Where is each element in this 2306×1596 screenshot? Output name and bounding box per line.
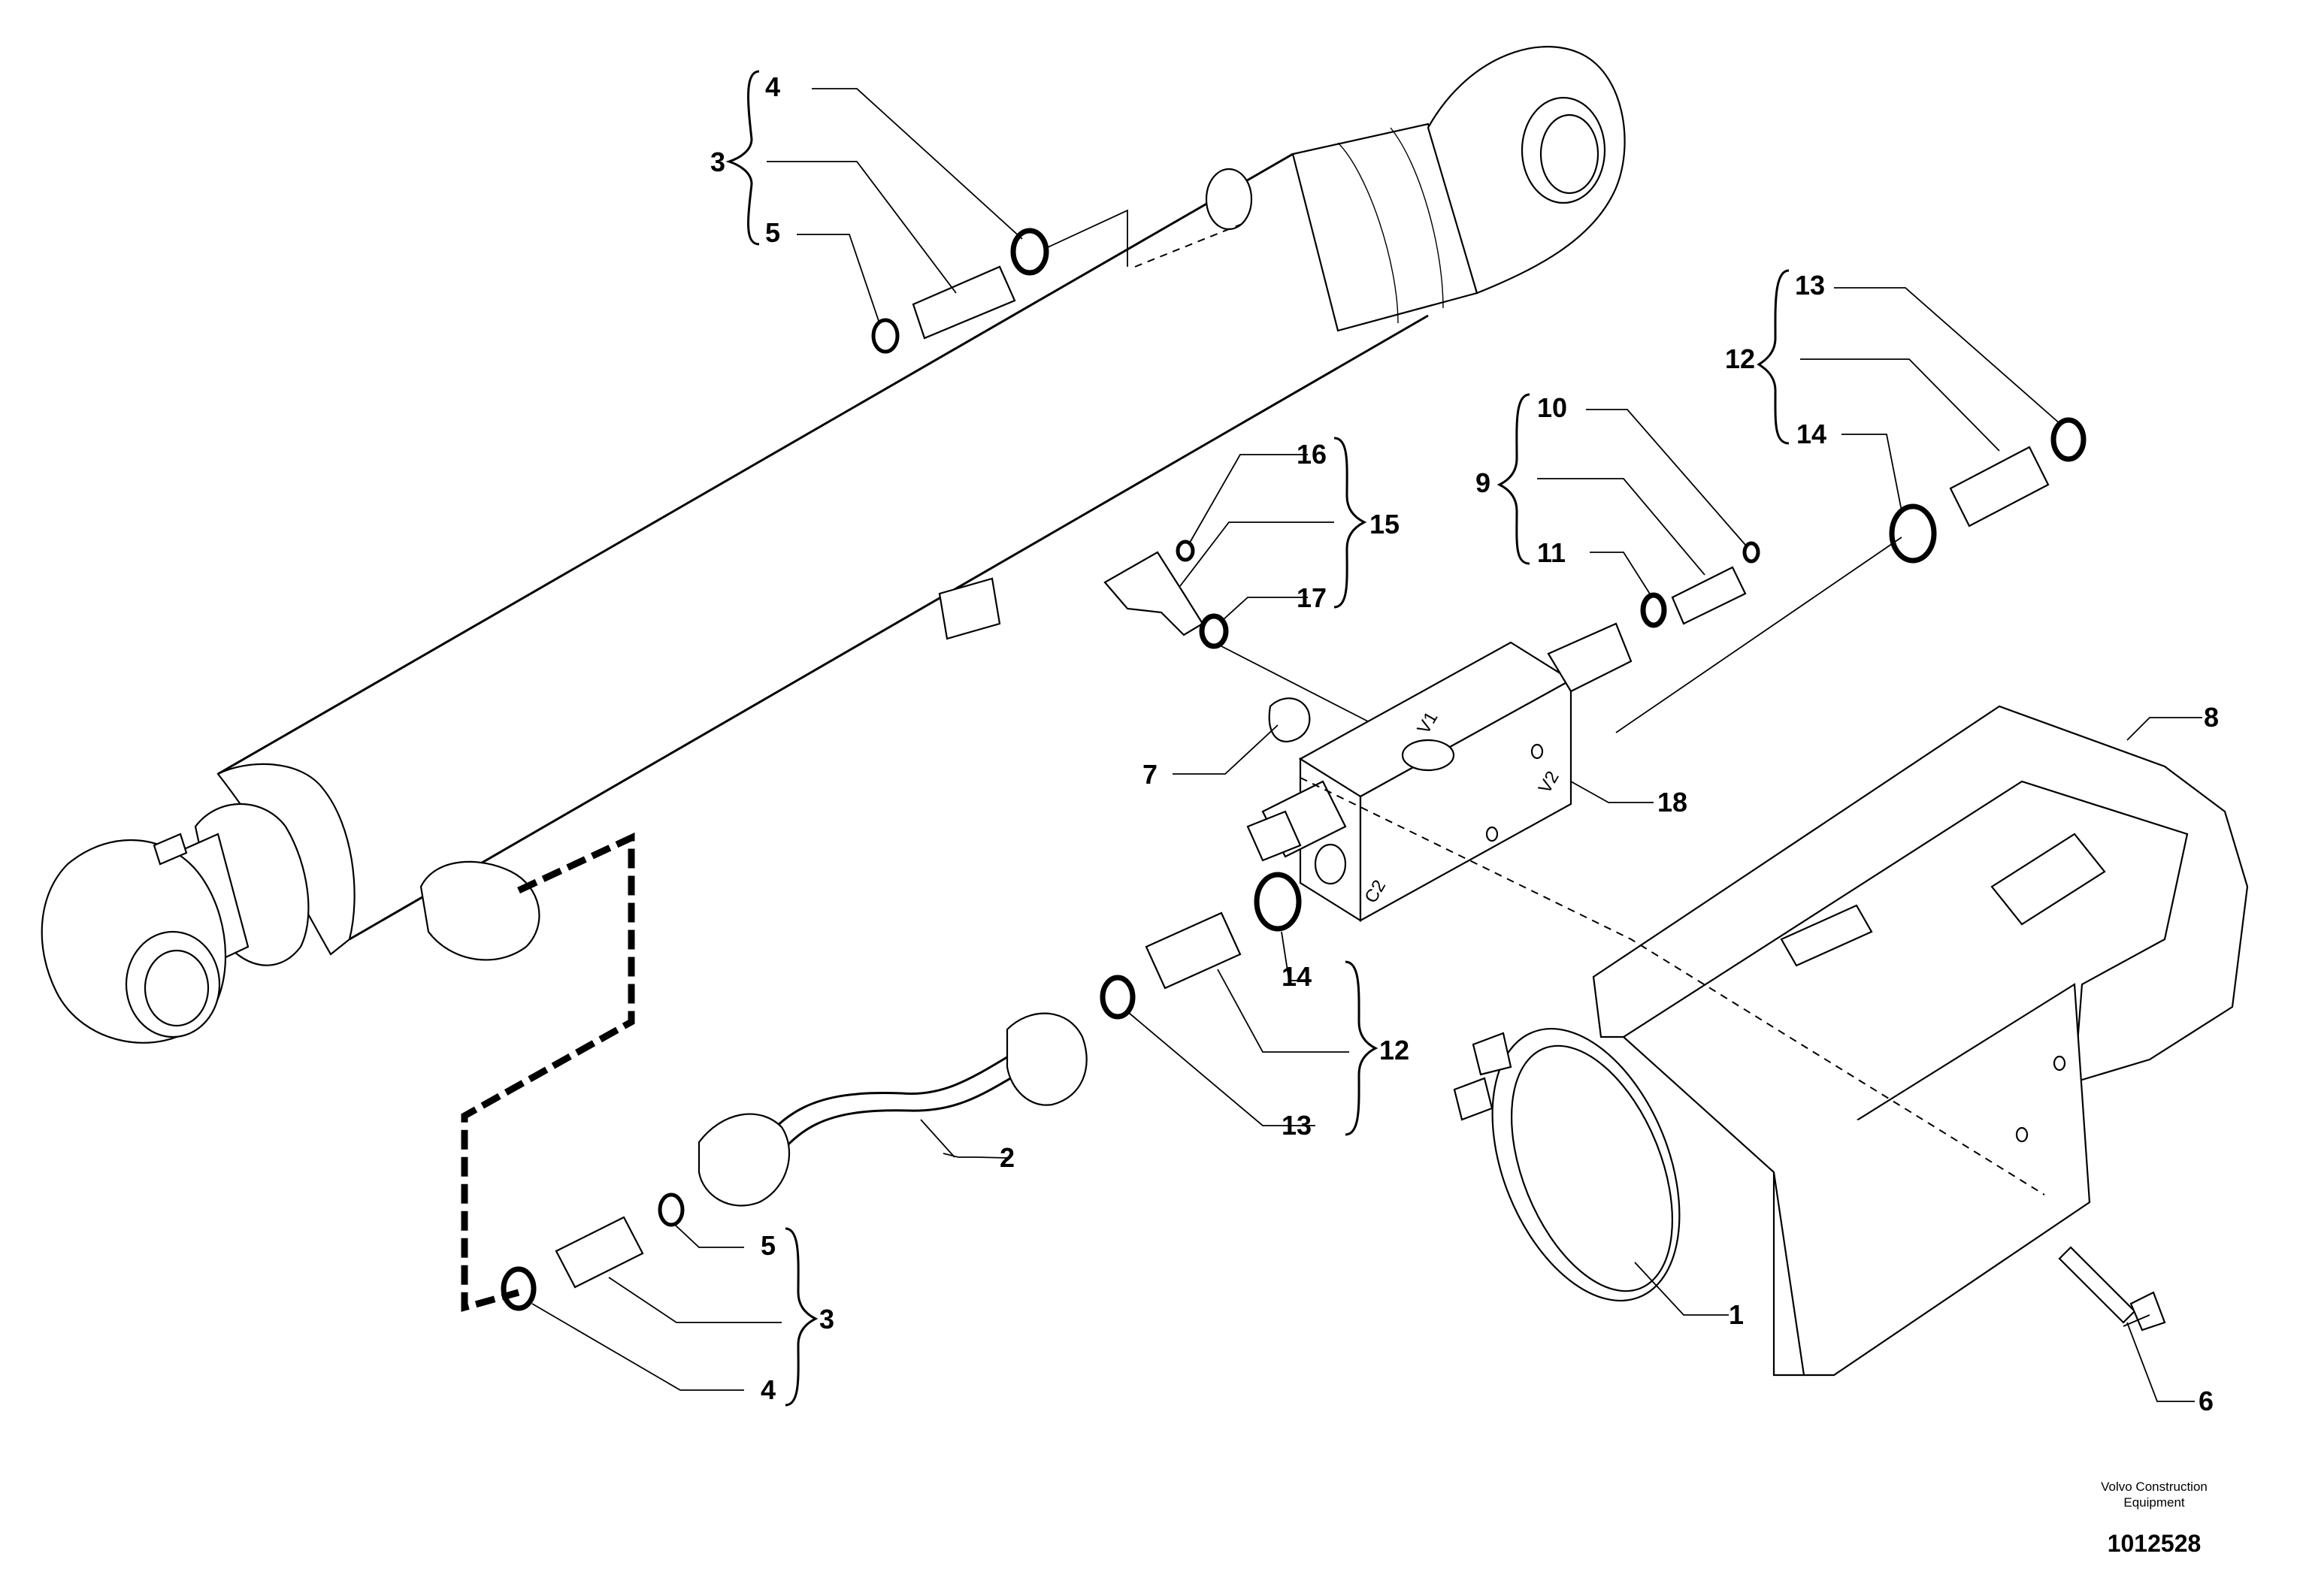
- callout-15: 15: [1369, 509, 1400, 540]
- callout-5-bottom: 5: [761, 1230, 776, 1261]
- hydraulic-cylinder: [41, 46, 1626, 1044]
- callout-18: 18: [1657, 787, 1687, 818]
- oring-17: [1199, 613, 1229, 649]
- callout-7: 7: [1142, 759, 1158, 790]
- oring-13-top: [2050, 417, 2087, 462]
- callout-13-bottom: 13: [1282, 1110, 1312, 1141]
- adapter-bottom-left: [555, 1216, 644, 1289]
- connecting-tube: [698, 1012, 1088, 1207]
- diagram-footer: Volvo Construction Equipment 1012528: [2071, 1479, 2237, 1558]
- brand-name: Volvo Construction Equipment: [2101, 1480, 2208, 1510]
- valve-block: V1 V2 C2: [1246, 622, 1633, 922]
- callout-1: 1: [1729, 1299, 1744, 1330]
- oring-16: [1176, 540, 1195, 562]
- bolt: [2058, 1246, 2166, 1332]
- document-number: 1012528: [2107, 1530, 2202, 1557]
- ref-line-valve-17: [1221, 645, 1369, 722]
- oring-11: [1640, 592, 1667, 628]
- callout-4-top: 4: [765, 71, 780, 102]
- callout-10: 10: [1537, 392, 1567, 423]
- oring-5-top: [871, 318, 900, 354]
- oring-13-bottom: [1100, 975, 1136, 1020]
- callout-11: 11: [1537, 537, 1566, 568]
- plug-7: [1268, 697, 1311, 743]
- oring-4-top: [1010, 228, 1049, 276]
- hose-clamp: [1453, 1027, 1681, 1302]
- callout-5-top: 5: [765, 217, 780, 248]
- bolt-axis-line: [1300, 777, 2045, 1195]
- callout-14-bottom: 14: [1282, 961, 1312, 992]
- adapter-12-top: [1949, 446, 2050, 527]
- oring-10: [1742, 541, 1760, 564]
- callout-13-top: 13: [1795, 270, 1825, 301]
- oring-14-bottom: [1254, 872, 1302, 932]
- callout-6: 6: [2199, 1386, 2214, 1416]
- leader-lines: [531, 70, 2202, 1407]
- callout-8: 8: [2204, 702, 2219, 733]
- callout-16: 16: [1297, 439, 1327, 470]
- callout-12-bottom: 12: [1379, 1035, 1409, 1066]
- callout-3-top: 3: [710, 147, 725, 177]
- adapter-9: [1671, 566, 1747, 625]
- oring-14-top: [1889, 503, 1937, 564]
- adapter-top-left: [912, 265, 1016, 340]
- adapter-12-bottom: [1145, 911, 1242, 990]
- elbow-fitting-15: [1103, 551, 1204, 636]
- callout-3-bottom: 3: [819, 1304, 834, 1335]
- callout-12-top: 12: [1725, 343, 1755, 374]
- callout-labels: 4 3 5 13 12 14 10 9 11 16 15 17 7 8 18 1…: [710, 71, 2219, 1416]
- callout-2: 2: [1000, 1142, 1015, 1173]
- callout-4-bottom: 4: [761, 1374, 776, 1405]
- callout-17: 17: [1297, 582, 1327, 613]
- callout-14-top: 14: [1796, 419, 1826, 449]
- ref-line-valve-14: [1615, 537, 1902, 733]
- oring-5-bottom: [658, 1192, 685, 1227]
- mounting-bracket: [1592, 705, 2249, 1377]
- oring-4-bottom: [501, 1266, 537, 1311]
- callout-9: 9: [1475, 467, 1490, 498]
